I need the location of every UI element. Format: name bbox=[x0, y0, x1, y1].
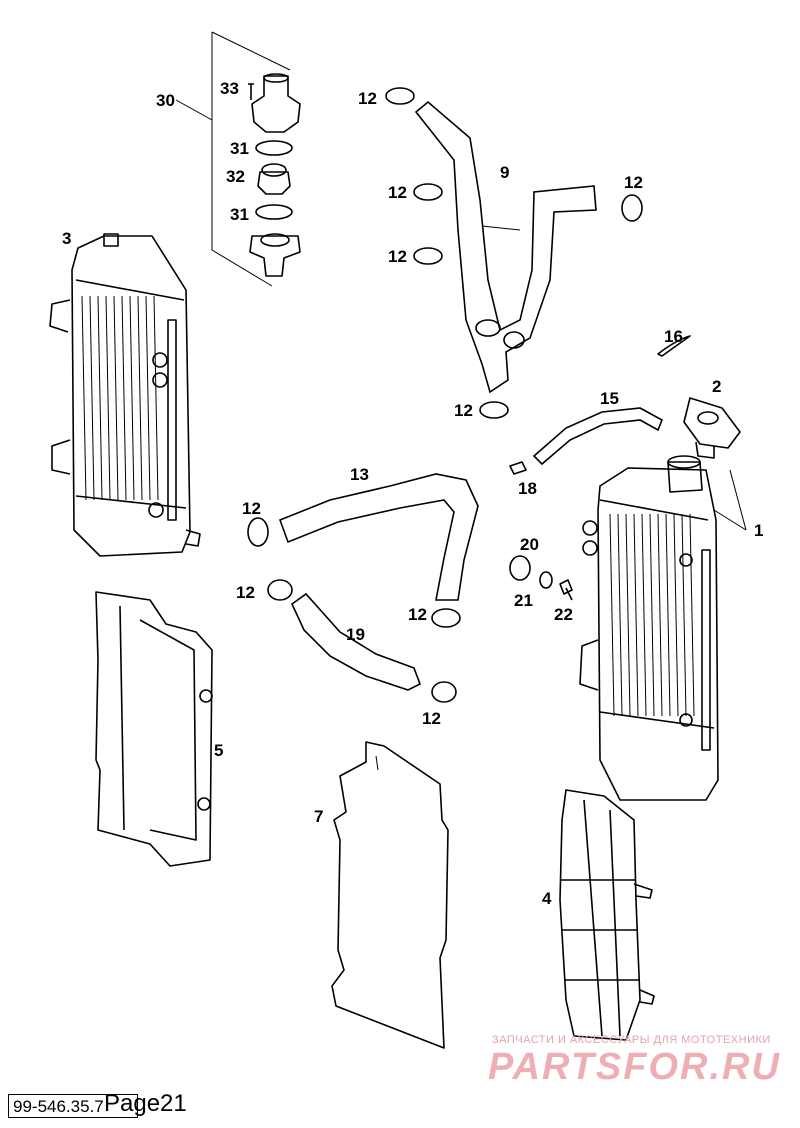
callout-32: 32 bbox=[226, 167, 245, 186]
watermark-brand: PARTSFOR.RU bbox=[488, 1046, 781, 1088]
document-code: 99-546.35.7 bbox=[8, 1094, 138, 1118]
callout-2: 2 bbox=[712, 377, 721, 396]
callout-12d: 12 bbox=[624, 173, 643, 192]
screw-18 bbox=[509, 461, 527, 475]
clip-16 bbox=[657, 335, 691, 357]
page-number: Page21 bbox=[104, 1090, 187, 1117]
hose-9 bbox=[414, 100, 597, 394]
callout-1: 1 bbox=[754, 521, 763, 540]
callout-12b: 12 bbox=[388, 183, 407, 202]
callout-12h: 12 bbox=[408, 605, 427, 624]
callout-33: 33 bbox=[220, 79, 239, 98]
callout-12f: 12 bbox=[242, 499, 261, 518]
callout-12i: 12 bbox=[422, 709, 441, 728]
callout-20: 20 bbox=[520, 535, 539, 554]
callout-labels: 30 33 31 32 31 3 12 9 12 12 12 16 2 12 1… bbox=[62, 79, 763, 908]
callout-12e: 12 bbox=[454, 401, 473, 420]
callout-7: 7 bbox=[314, 807, 323, 826]
thermostat-assembly bbox=[175, 31, 301, 287]
radiator-guard-7 bbox=[331, 741, 449, 1049]
leader-lines bbox=[481, 225, 747, 531]
callout-12a: 12 bbox=[358, 89, 377, 108]
callout-15: 15 bbox=[600, 389, 619, 408]
callout-13: 13 bbox=[350, 465, 369, 484]
callout-12g: 12 bbox=[236, 583, 255, 602]
hose-clamps bbox=[247, 87, 643, 703]
callout-30: 30 bbox=[156, 91, 175, 110]
callout-12c: 12 bbox=[388, 247, 407, 266]
callout-31b: 31 bbox=[230, 205, 249, 224]
callout-22: 22 bbox=[554, 605, 573, 624]
callout-19: 19 bbox=[346, 625, 365, 644]
callout-16: 16 bbox=[664, 327, 683, 346]
callout-9: 9 bbox=[500, 163, 509, 182]
callout-18: 18 bbox=[518, 479, 537, 498]
callout-3: 3 bbox=[62, 229, 71, 248]
radiator-shroud-5 bbox=[95, 591, 213, 867]
hose-13 bbox=[278, 473, 479, 601]
hose-15 bbox=[532, 407, 664, 466]
radiator-right bbox=[579, 455, 719, 801]
callout-31a: 31 bbox=[230, 139, 249, 158]
hose-19 bbox=[290, 592, 422, 691]
callout-21: 21 bbox=[514, 591, 533, 610]
radiator-cap bbox=[683, 397, 741, 459]
callout-4: 4 bbox=[542, 889, 552, 908]
bolt-22 bbox=[559, 579, 573, 601]
radiator-left bbox=[49, 233, 201, 557]
watermark-tagline: ЗАПЧАСТИ И АКСЕССУАРЫ ДЛЯ МОТОТЕХНИКИ bbox=[492, 1034, 771, 1046]
radiator-guard-4 bbox=[559, 789, 655, 1041]
grommet-20 bbox=[509, 555, 531, 581]
washer-21 bbox=[539, 571, 553, 589]
callout-5: 5 bbox=[214, 741, 223, 760]
